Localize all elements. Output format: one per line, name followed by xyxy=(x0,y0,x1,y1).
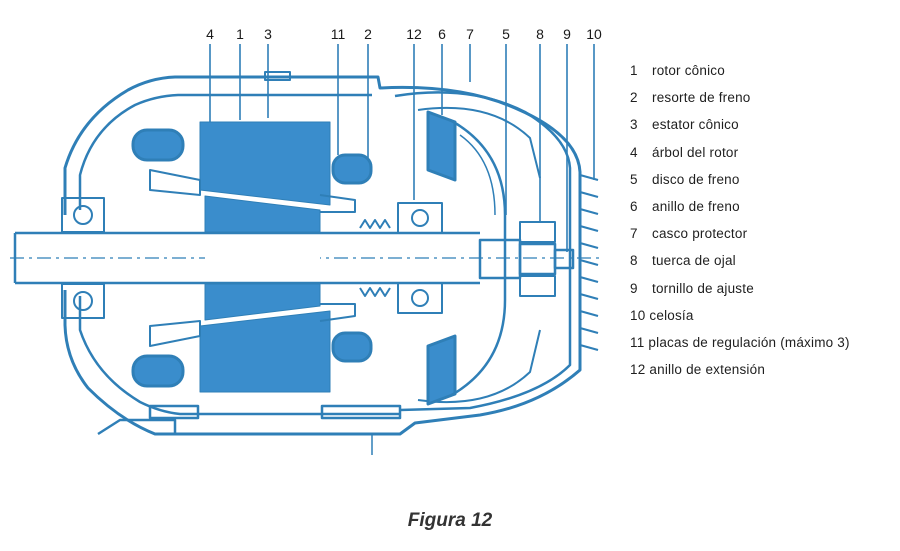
callout-number: 3 xyxy=(264,26,272,42)
legend-item: 8 tuerca de ojal xyxy=(630,252,850,279)
legend-item: 4 árbol del rotor xyxy=(630,144,850,171)
brake-spring xyxy=(359,219,391,297)
callout-number: 4 xyxy=(206,26,214,42)
legend-text: árbol del rotor xyxy=(652,144,739,160)
legend-item: 9 tornillo de ajuste xyxy=(630,280,850,307)
legend-text: placas de regulación (máximo 3) xyxy=(648,334,850,350)
legend-number: 7 xyxy=(630,226,638,242)
figure-caption: Figura 12 xyxy=(407,510,493,531)
brake-disc xyxy=(449,118,507,398)
callout-number: 12 xyxy=(406,26,422,42)
protective-cover xyxy=(394,91,572,412)
eye-nut xyxy=(519,221,556,297)
legend-number: 11 xyxy=(630,334,645,350)
motor-housing xyxy=(63,75,582,436)
legend-number: 1 xyxy=(630,63,638,78)
callout-number: 9 xyxy=(563,26,571,42)
conical-rotor xyxy=(204,195,321,321)
callout-number: 10 xyxy=(586,26,602,42)
legend-number: 6 xyxy=(630,198,638,214)
legend-item: 5 disco de freno xyxy=(630,171,850,198)
legend-text: estator cônico xyxy=(652,117,739,133)
windings xyxy=(131,128,373,388)
legend-item: 7 casco protector xyxy=(630,225,850,252)
parts-legend: 1 rotor cônico 2 resorte de freno 3 estator… xyxy=(630,62,850,388)
legend-text: resorte de freno xyxy=(652,90,751,106)
legend-item: 3 estator cônico xyxy=(630,116,850,143)
legend-number: 4 xyxy=(630,144,638,160)
legend-text: anillo de extensión xyxy=(649,362,766,378)
legend-number: 3 xyxy=(630,117,638,133)
callout-number: 1 xyxy=(236,26,244,42)
legend-text: disco de freno xyxy=(652,171,740,187)
legend-text: celosía xyxy=(649,307,694,323)
legend-item: 6 anillo de freno xyxy=(630,198,850,225)
legend-item: 2 resorte de freno xyxy=(630,89,850,116)
louvre xyxy=(579,173,599,352)
callout-number: 2 xyxy=(364,26,372,42)
callout-number: 8 xyxy=(536,26,544,42)
legend-number: 9 xyxy=(630,280,638,296)
callout-number: 5 xyxy=(502,26,510,42)
legend-text: anillo de freno xyxy=(652,198,740,214)
legend-number: 10 xyxy=(630,307,646,323)
rotor-fan xyxy=(149,169,356,347)
callout-number: 7 xyxy=(466,26,474,42)
legend-text: tornillo de ajuste xyxy=(652,280,754,296)
leader-lines xyxy=(209,44,595,252)
legend-text: casco protector xyxy=(652,226,748,242)
legend-item: 1 rotor cônico xyxy=(630,62,850,89)
legend-number: 8 xyxy=(630,253,638,269)
callout-number: 6 xyxy=(438,26,446,42)
legend-text: tuerca de ojal xyxy=(652,253,736,269)
legend-number: 2 xyxy=(630,90,638,106)
legend-number: 5 xyxy=(630,171,638,187)
base-feet xyxy=(97,404,402,455)
legend-text: rotor cônico xyxy=(652,63,725,78)
conical-stator xyxy=(199,121,331,393)
legend-number: 12 xyxy=(630,362,646,378)
bearings xyxy=(61,197,443,319)
callout-number: 11 xyxy=(330,26,346,42)
